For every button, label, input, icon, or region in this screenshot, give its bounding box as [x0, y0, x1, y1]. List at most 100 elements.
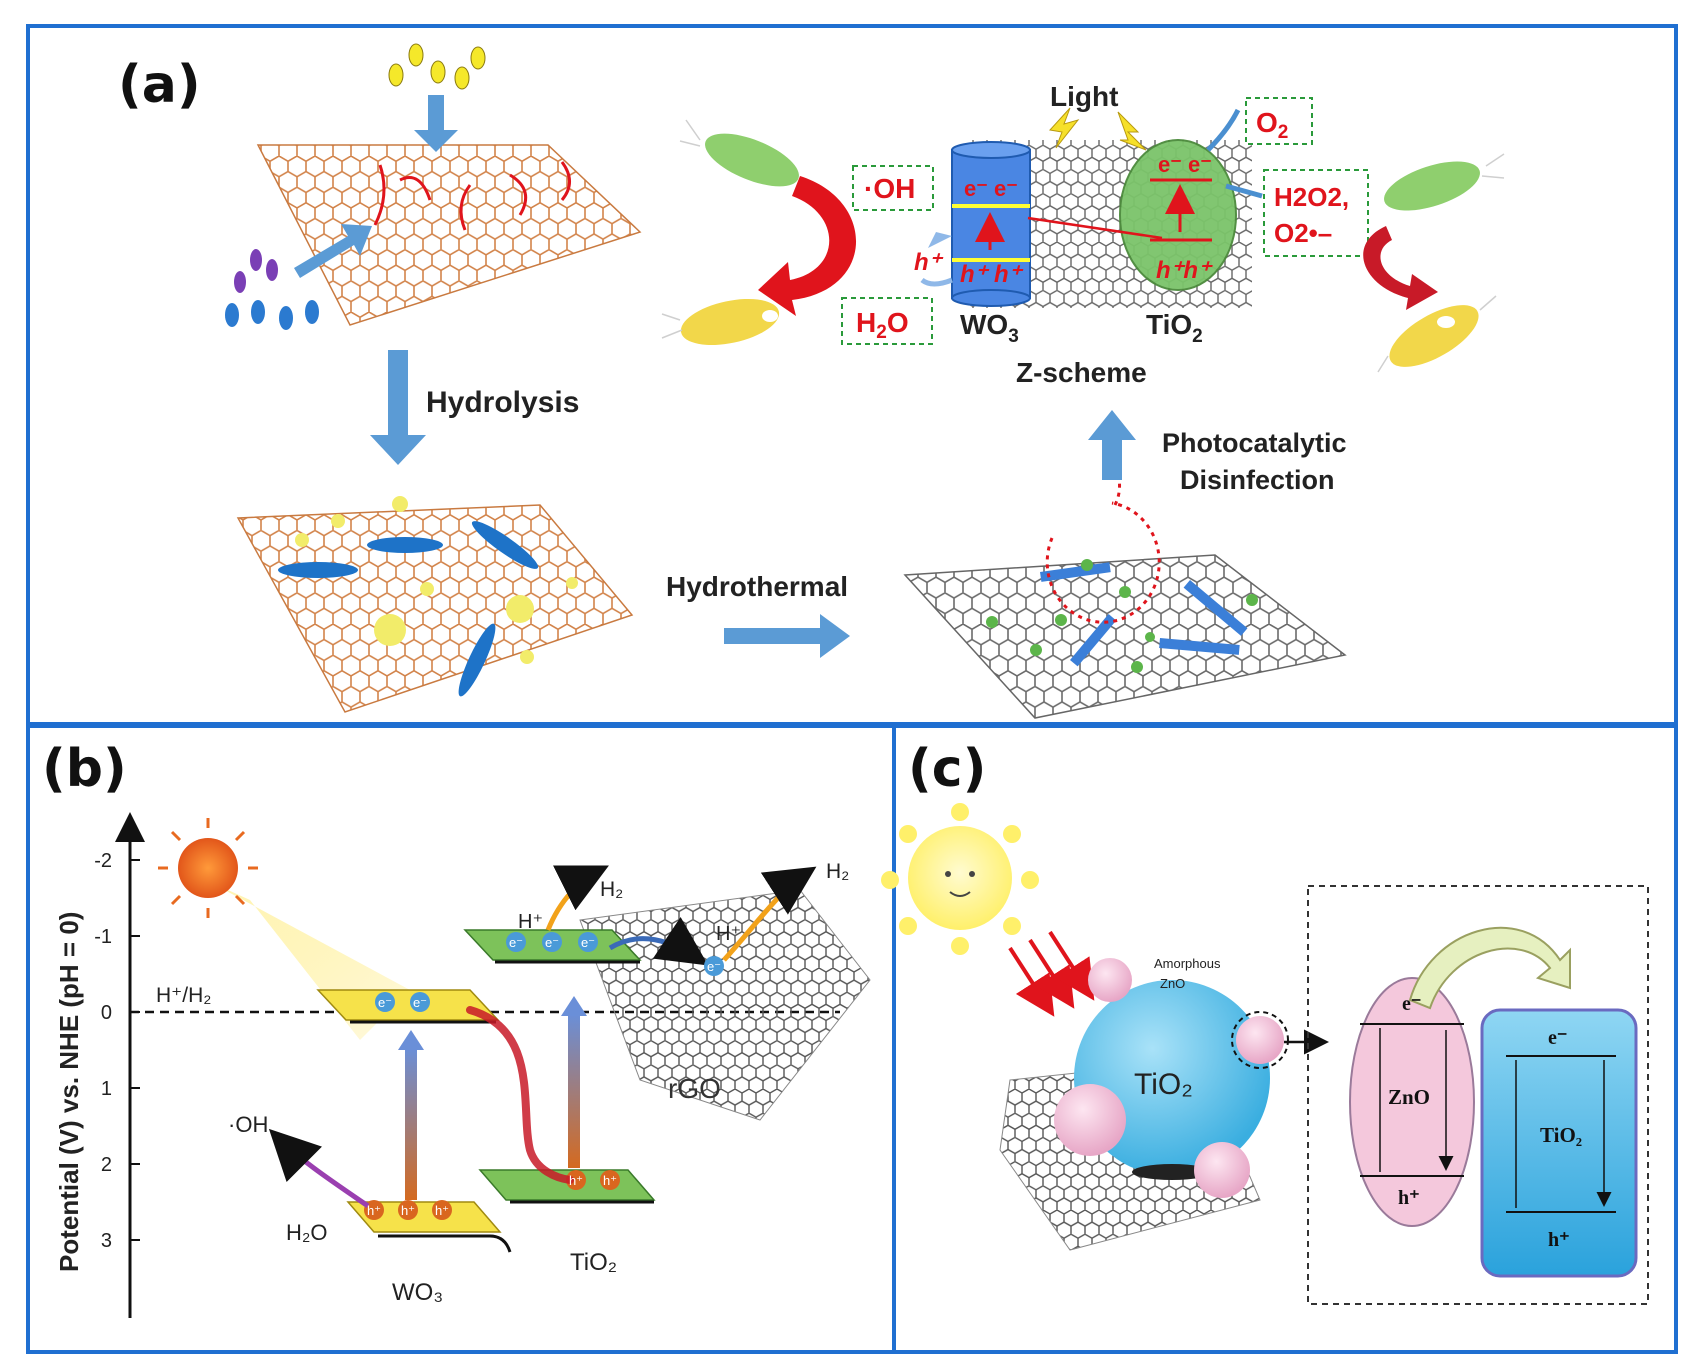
arrow-down-into-sheet-icon — [414, 95, 458, 152]
h2o2-box — [1263, 169, 1369, 257]
wo3-e1: e⁻ — [378, 995, 392, 1010]
wo3-hole-left: h⁺ — [914, 249, 944, 276]
hydrothermal-arrow-icon — [724, 614, 850, 658]
h2-label-2: H₂ — [826, 860, 849, 883]
o2-box — [1245, 97, 1313, 145]
photocatalytic-label: Photocatalytic — [1162, 428, 1347, 458]
graphene-sheet-gray-bottom — [903, 459, 1347, 719]
oh-label: ·OH — [864, 173, 915, 204]
hydrolysis-arrow-icon — [370, 350, 426, 465]
y-tick-label: -2 — [94, 850, 112, 872]
wo3-h1: h⁺ — [367, 1203, 381, 1218]
wo3-excitation-arrow-icon — [405, 1048, 417, 1200]
wo3-holes: h⁺ h⁺ — [960, 261, 1024, 288]
h2-label-1: H₂ — [600, 878, 623, 901]
zno-label: ZnO — [1388, 1085, 1430, 1109]
zno-h-label: h⁺ — [1398, 1187, 1420, 1209]
panel-a-frame — [26, 24, 1678, 726]
zno-small-label: ZnO — [1160, 976, 1185, 991]
bacterium-yellow-right-icon — [1377, 295, 1497, 373]
tio2-label-b: TiO₂ — [570, 1249, 617, 1276]
panel-b-label: (b) — [42, 739, 127, 799]
hydrothermal-label: Hydrothermal — [666, 571, 848, 602]
tio2-excitation-arrow-icon — [568, 1014, 580, 1168]
tio2-h-label: h⁺ — [1548, 1229, 1570, 1251]
h-plus-label-2: H⁺ — [716, 923, 741, 945]
h-plus-h2-label: H⁺/H₂ — [156, 984, 211, 1007]
zoom-circle — [1231, 1011, 1289, 1069]
tio2-e1: e⁻ — [509, 935, 523, 950]
y-tick-label: -1 — [94, 926, 112, 948]
panel-c-frame — [892, 724, 1678, 1354]
electron-transfer-arrow-icon — [608, 917, 709, 966]
lightning-right-icon — [1117, 111, 1147, 151]
o2-label: O2 — [1256, 107, 1288, 143]
rgo-electron — [704, 956, 724, 976]
panel-c-label: (c) — [908, 739, 986, 799]
wo3-label-b: WO₃ — [392, 1279, 443, 1306]
light-label: Light — [1050, 81, 1118, 112]
h2o2-line2: O2•– — [1274, 218, 1332, 248]
h2o-label: H2O — [856, 307, 909, 343]
blue-precursor-drops-icon — [225, 249, 319, 330]
tio2-valence-band-plate — [478, 1169, 656, 1204]
zno-particles — [1054, 958, 1284, 1198]
oh-box — [852, 165, 934, 211]
tio2-box — [1480, 1008, 1638, 1278]
flow-arrow-oh-icon — [928, 232, 952, 248]
y-tick-label: 2 — [101, 1154, 112, 1176]
flow-arrow-h2o2-icon — [1225, 183, 1263, 199]
tio2-e-label: e⁻ — [1548, 1027, 1567, 1049]
tio2-e3: e⁻ — [581, 935, 595, 950]
rgo-e: e⁻ — [707, 959, 721, 974]
wo3-valence-band-plate — [346, 1200, 512, 1253]
tio2-e2: e⁻ — [545, 935, 559, 950]
flow-arrow-h2o-icon — [920, 277, 953, 287]
h2o-box — [841, 297, 933, 345]
z-scheme-transfer-line — [1027, 216, 1163, 240]
zoom-box — [1307, 885, 1649, 1305]
tio2-holes: h⁺h⁺ — [1156, 257, 1213, 284]
y-axis-label: Potential (V) vs. NHE (pH = 0) — [54, 912, 84, 1272]
y-axis-ticks: -2 -1 0 1 2 3 — [94, 850, 140, 1252]
panel-a-label: (a) — [118, 55, 201, 115]
tio2-h1: h⁺ — [569, 1173, 583, 1188]
tio2-box-label: TiO₂ — [1540, 1123, 1582, 1147]
zno-e-label: e⁻ — [1402, 993, 1421, 1015]
y-tick-label: 3 — [101, 1230, 112, 1252]
curved-arrow-kill-left-icon — [758, 176, 857, 316]
z-scheme-label: Z-scheme — [1016, 357, 1147, 388]
bacterium-yellow-left-icon — [661, 298, 780, 346]
tio2-label: TiO2 — [1146, 309, 1203, 347]
disinfection-label: Disinfection — [1180, 465, 1335, 495]
h2-evolution-arrow-2-icon — [722, 866, 817, 962]
bacterium-green-right-icon — [1384, 153, 1505, 211]
arrow-diagonal-into-sheet-icon — [294, 224, 372, 278]
wo3-label: WO3 — [960, 309, 1019, 347]
wo3-electrons: e⁻ e⁻ — [964, 176, 1018, 201]
wo3-h3: h⁺ — [435, 1203, 449, 1218]
tio2-conduction-band-plate — [463, 929, 642, 964]
tio2-h2: h⁺ — [603, 1173, 617, 1188]
y-tick-label: 0 — [101, 1002, 112, 1024]
rgo-label: rGO — [668, 1073, 721, 1104]
h-plus-label-1: H⁺ — [518, 911, 543, 933]
h2-evolution-arrow-1-icon — [545, 865, 609, 931]
oh-label-b: ·OH — [228, 1112, 268, 1137]
lightning-left-icon — [1049, 107, 1080, 149]
cartoon-sun-icon — [881, 803, 1039, 955]
graphene-sheet-orange-bottom — [236, 496, 634, 713]
h2o-label-b: H₂O — [286, 1220, 328, 1245]
oh-generation-arrow-icon — [268, 1128, 370, 1209]
curved-arrow-kill-right-icon — [1363, 226, 1438, 310]
amorphous-label: Amorphous — [1154, 956, 1221, 971]
tio2-ball-shadow — [1132, 1164, 1212, 1180]
wo3-cylinder-icon — [951, 141, 1031, 307]
wo3-e2: e⁻ — [413, 995, 427, 1010]
recombination-path — [466, 1006, 574, 1184]
tio2-ball-label: TiO₂ — [1134, 1068, 1193, 1101]
band-carrier-labels: e⁻ e⁻ e⁻ e⁻ e⁻ e⁻ h⁺ h⁺ h⁺ h⁺ h⁺ — [367, 935, 721, 1218]
wo3-h2: h⁺ — [401, 1203, 415, 1218]
y-tick-label: 1 — [101, 1078, 112, 1100]
